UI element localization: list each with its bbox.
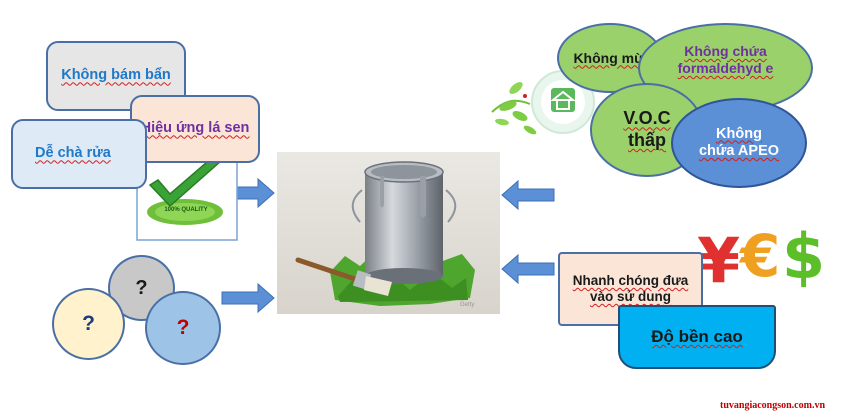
image-watermark: Getty [460,302,475,308]
question-mark-3: ? [176,316,190,340]
currency-dollar: $ [782,220,826,293]
question-mark-1: ? [135,277,148,299]
footer-website[interactable]: tuvangiacongson.com.vn [720,400,826,411]
arrow-left-bottom [501,253,555,285]
box-hieu-ung-la-sen: Hiệu ứng lá sen [130,95,260,163]
oval-khong-chua-apeo: Không chứa APEO [671,98,807,188]
box-do-ben-cao: Độ bền cao [618,305,776,369]
question-circle-blue: ? [145,291,221,365]
currency-yen: ¥ [697,224,741,297]
question-mark-2: ? [82,312,95,336]
label-de-cha-rua: Dễ chà rửa [35,145,111,162]
label-khong-chua-formaldehyd: Không chứa formaldehyd e [677,43,774,76]
checkmark-badge-icon [136,149,238,241]
label-do-ben-cao: Độ bền cao [651,326,743,346]
box-de-cha-rua: Dễ chà rửa [11,119,147,189]
currency-euro: € [740,222,781,290]
label-khong-mui: Không mùi [573,49,647,66]
question-circle-yellow: ? [52,288,125,360]
label-khong-bam-ban: Không bám bẩn [61,67,171,84]
paint-can-image [277,152,500,314]
label-nhanh-chong: Nhanh chóng đưa vào sử dung [572,272,689,304]
currency-symbols-icon [694,225,834,307]
label-voc-thap: V.O.C thấp [623,108,671,150]
vine-decoration [491,82,537,135]
arrow-left-top [501,179,555,211]
label-hieu-ung-la-sen: Hiệu ứng lá sen [140,120,250,137]
label-khong-chua-apeo: Không chứa APEO [698,125,780,159]
arrow-right-bottom [221,282,275,314]
checkmark-badge-text: 100% QUALITY [164,207,208,213]
